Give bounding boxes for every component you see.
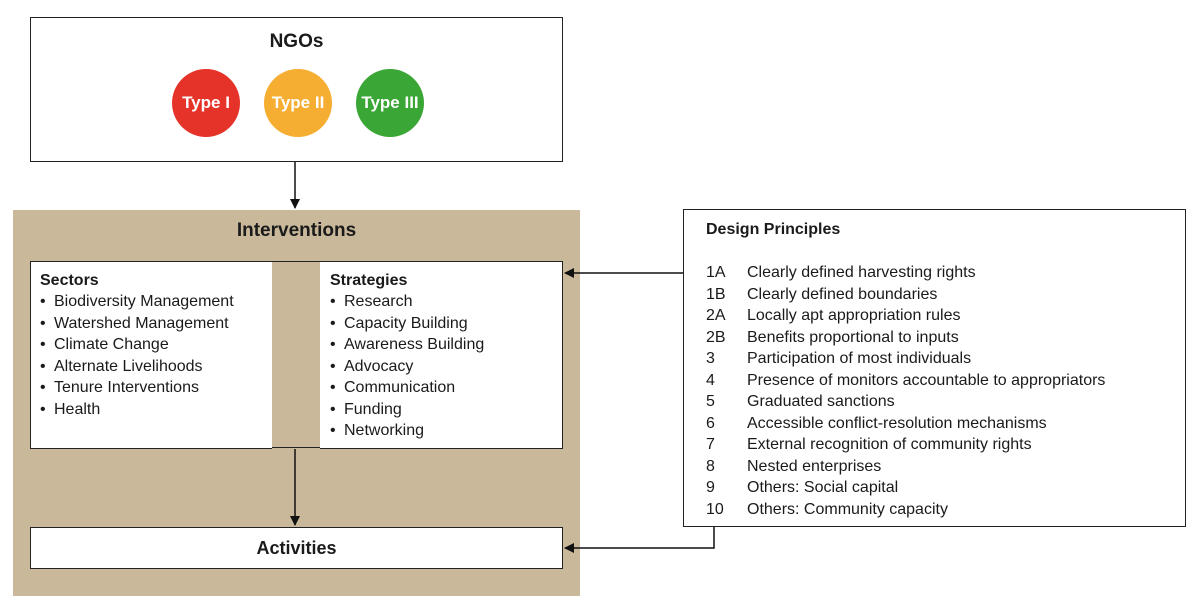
strategies-box: Strategies •Research •Capacity Building … bbox=[320, 261, 563, 449]
list-item: •Awareness Building bbox=[330, 336, 485, 353]
ngos-title: NGOs bbox=[269, 31, 324, 52]
list-item: •Tenure Interventions bbox=[40, 379, 199, 396]
type-1-label: Type I bbox=[182, 93, 230, 112]
list-item: •Capacity Building bbox=[330, 314, 468, 332]
list-item: •Watershed Management bbox=[40, 314, 229, 332]
activities-box: Activities bbox=[30, 527, 563, 569]
list-item: •Biodiversity Management bbox=[40, 293, 234, 310]
strategies-list: •Research •Capacity Building •Awareness … bbox=[330, 291, 562, 442]
arrow-principles-to-activities bbox=[564, 527, 715, 553]
interventions-title: Interventions bbox=[236, 220, 357, 241]
sectors-list: •Biodiversity Management •Watershed Mana… bbox=[40, 291, 272, 420]
list-item: •Health bbox=[40, 400, 101, 418]
list-item: •Alternate Livelihoods bbox=[40, 357, 203, 375]
connector-border-top bbox=[272, 261, 320, 262]
type-3-label: Type III bbox=[361, 93, 419, 112]
list-item: •Advocacy bbox=[330, 357, 414, 375]
sectors-title: Sectors bbox=[40, 272, 99, 289]
type-2-circle: Type II bbox=[264, 69, 332, 137]
ngos-box: NGOs Type I Type II Type III bbox=[30, 17, 563, 162]
activities-label: Activities bbox=[256, 538, 337, 558]
type-3-circle: Type III bbox=[356, 69, 424, 137]
list-item: •Networking bbox=[330, 422, 425, 439]
type-2-label: Type II bbox=[271, 93, 325, 112]
list-item: •Climate Change bbox=[40, 336, 169, 353]
type-1-circle: Type I bbox=[172, 69, 240, 137]
list-item: •Research bbox=[330, 293, 413, 310]
connector-border-bottom bbox=[272, 447, 320, 448]
list-item: •Funding bbox=[330, 400, 402, 418]
strategies-title: Strategies bbox=[330, 272, 408, 289]
sectors-box: Sectors •Biodiversity Management •Waters… bbox=[30, 261, 272, 449]
design-principles-title: Design Principles bbox=[706, 221, 841, 238]
list-item: •Communication bbox=[330, 379, 456, 396]
